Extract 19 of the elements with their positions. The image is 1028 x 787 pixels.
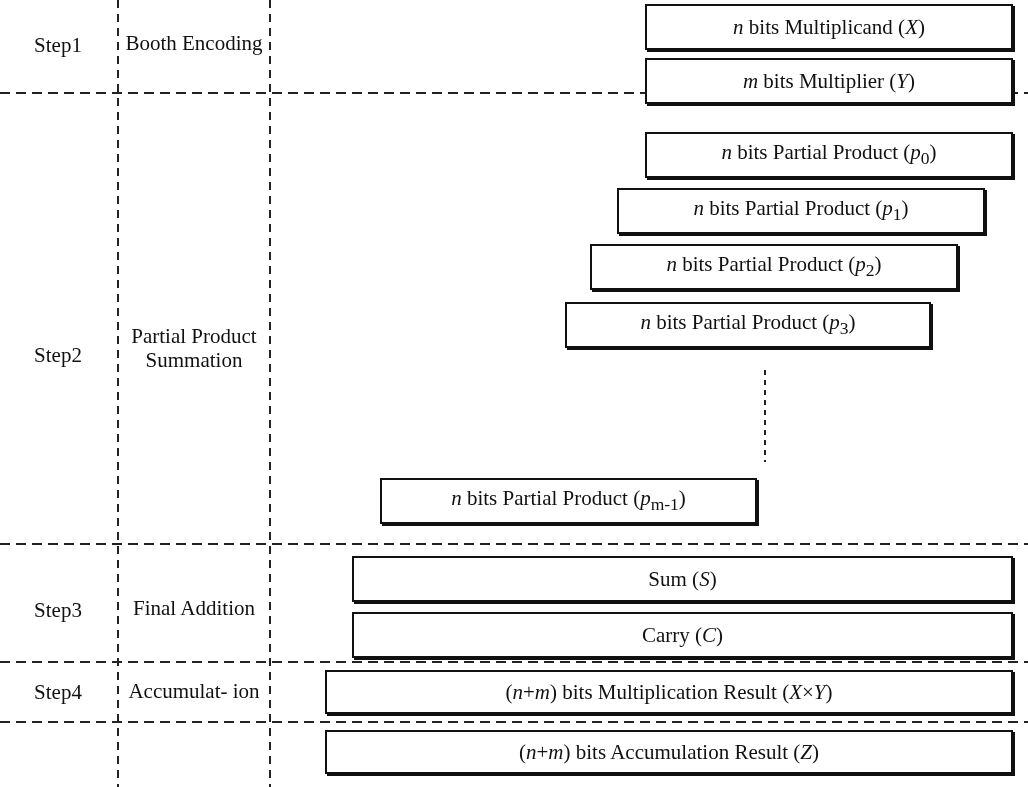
stage-label: Booth Encoding (125, 29, 263, 57)
step-label: Step2 (33, 341, 83, 369)
register-box: n bits Partial Product (p$_{1}$) (617, 188, 985, 234)
step-label: Step4 (33, 678, 83, 706)
register-box: Carry (C) (352, 612, 1013, 658)
stage-label: Partial Product Summation (130, 322, 258, 374)
register-box: m bits Multiplier (Y) (645, 58, 1013, 104)
register-box: n bits Partial Product (p$_{0}$) (645, 132, 1013, 178)
register-box: n bits Partial Product (p$_{3}$) (565, 302, 931, 348)
register-box: n bits Partial Product (p$_{m-1}$) (380, 478, 757, 524)
stage-label: Final Addition (132, 594, 256, 622)
register-box: (n+m) bits Accumulation Result (Z) (325, 730, 1013, 774)
step-label: Step1 (33, 31, 83, 59)
register-box: n bits Partial Product (p$_{2}$) (590, 244, 958, 290)
stage-label: Accumulat- ion (127, 677, 261, 705)
step-label: Step3 (33, 596, 83, 624)
register-box: Sum (S) (352, 556, 1013, 602)
register-box: (n+m) bits Multiplication Result (X×Y) (325, 670, 1013, 714)
register-box: n bits Multiplicand (X) (645, 4, 1013, 50)
